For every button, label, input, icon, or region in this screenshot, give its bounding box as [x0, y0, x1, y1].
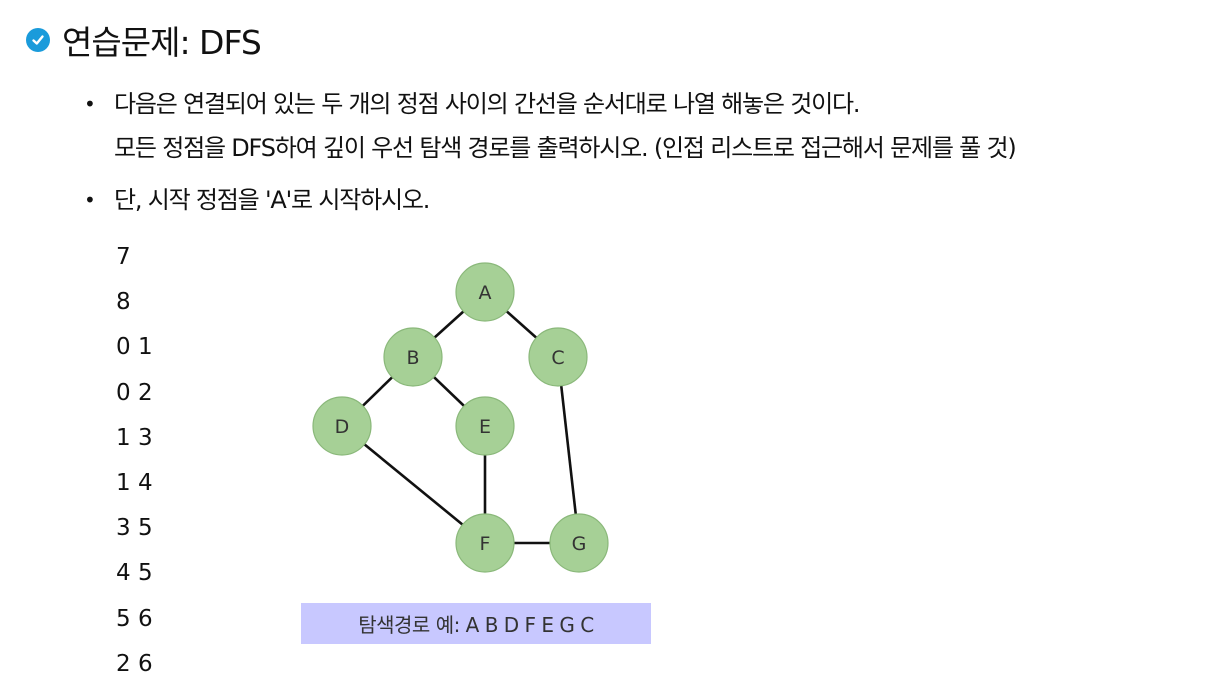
- node-d: [312, 396, 372, 456]
- input-line: 7: [116, 244, 131, 270]
- node-label-f: F: [480, 533, 491, 555]
- node-label-d: D: [335, 416, 350, 438]
- node-label-c: C: [551, 347, 564, 369]
- input-line: 0 2: [116, 379, 153, 406]
- input-line: 1 3: [116, 424, 153, 451]
- node-e: [455, 396, 515, 456]
- input-line: 5 6: [116, 605, 153, 632]
- input-line: 1 4: [116, 470, 153, 497]
- node-label-e: E: [479, 416, 491, 438]
- title-row: 연습문제: DFS: [26, 14, 262, 66]
- node-label-a: A: [479, 282, 492, 304]
- bullet-line: 모든 정점을 DFS하여 깊이 우선 탐색 경로를 출력하시오. (인접 리스트…: [114, 134, 1017, 162]
- bullet-line: 단, 시작 정점을 'A'로 시작하시오.: [114, 186, 430, 214]
- bullet-dot: •: [84, 92, 96, 116]
- caption-box: 탐색경로 예: A B D F E G C: [301, 603, 651, 644]
- node-f: [455, 513, 515, 573]
- bullet-text: 단, 시작 정점을 'A'로 시작하시오.: [114, 178, 430, 222]
- check-circle-icon: [26, 28, 50, 52]
- node-label-g: G: [572, 533, 587, 555]
- bullet-item-2: • 단, 시작 정점을 'A'로 시작하시오.: [84, 178, 430, 222]
- edge-c-g: [556, 356, 581, 544]
- edge-d-f: [341, 424, 486, 545]
- node-b: [383, 327, 443, 387]
- bullet-text: 다음은 연결되어 있는 두 개의 정점 사이의 간선을 순서대로 나열 해놓은 …: [114, 82, 1017, 170]
- bullet-dot: •: [84, 188, 96, 212]
- input-lines: 7 8 0 1 0 2 1 3 1 4 3 5 4 5 5 6 2 6: [116, 235, 153, 687]
- node-label-b: B: [406, 347, 419, 369]
- input-line: 2 6: [116, 650, 153, 677]
- input-line: 4 5: [116, 560, 153, 587]
- node-c: [528, 327, 588, 387]
- input-line: 3 5: [116, 515, 153, 542]
- page-title: 연습문제: DFS: [62, 23, 262, 62]
- bullet-line: 다음은 연결되어 있는 두 개의 정점 사이의 간선을 순서대로 나열 해놓은 …: [114, 90, 861, 118]
- input-line: 0 1: [116, 334, 153, 361]
- node-a: [455, 262, 515, 322]
- bullet-item-1: • 다음은 연결되어 있는 두 개의 정점 사이의 간선을 순서대로 나열 해놓…: [84, 82, 1017, 170]
- check-mark: [32, 35, 44, 45]
- input-line: 8: [116, 289, 131, 316]
- node-g: [549, 513, 609, 573]
